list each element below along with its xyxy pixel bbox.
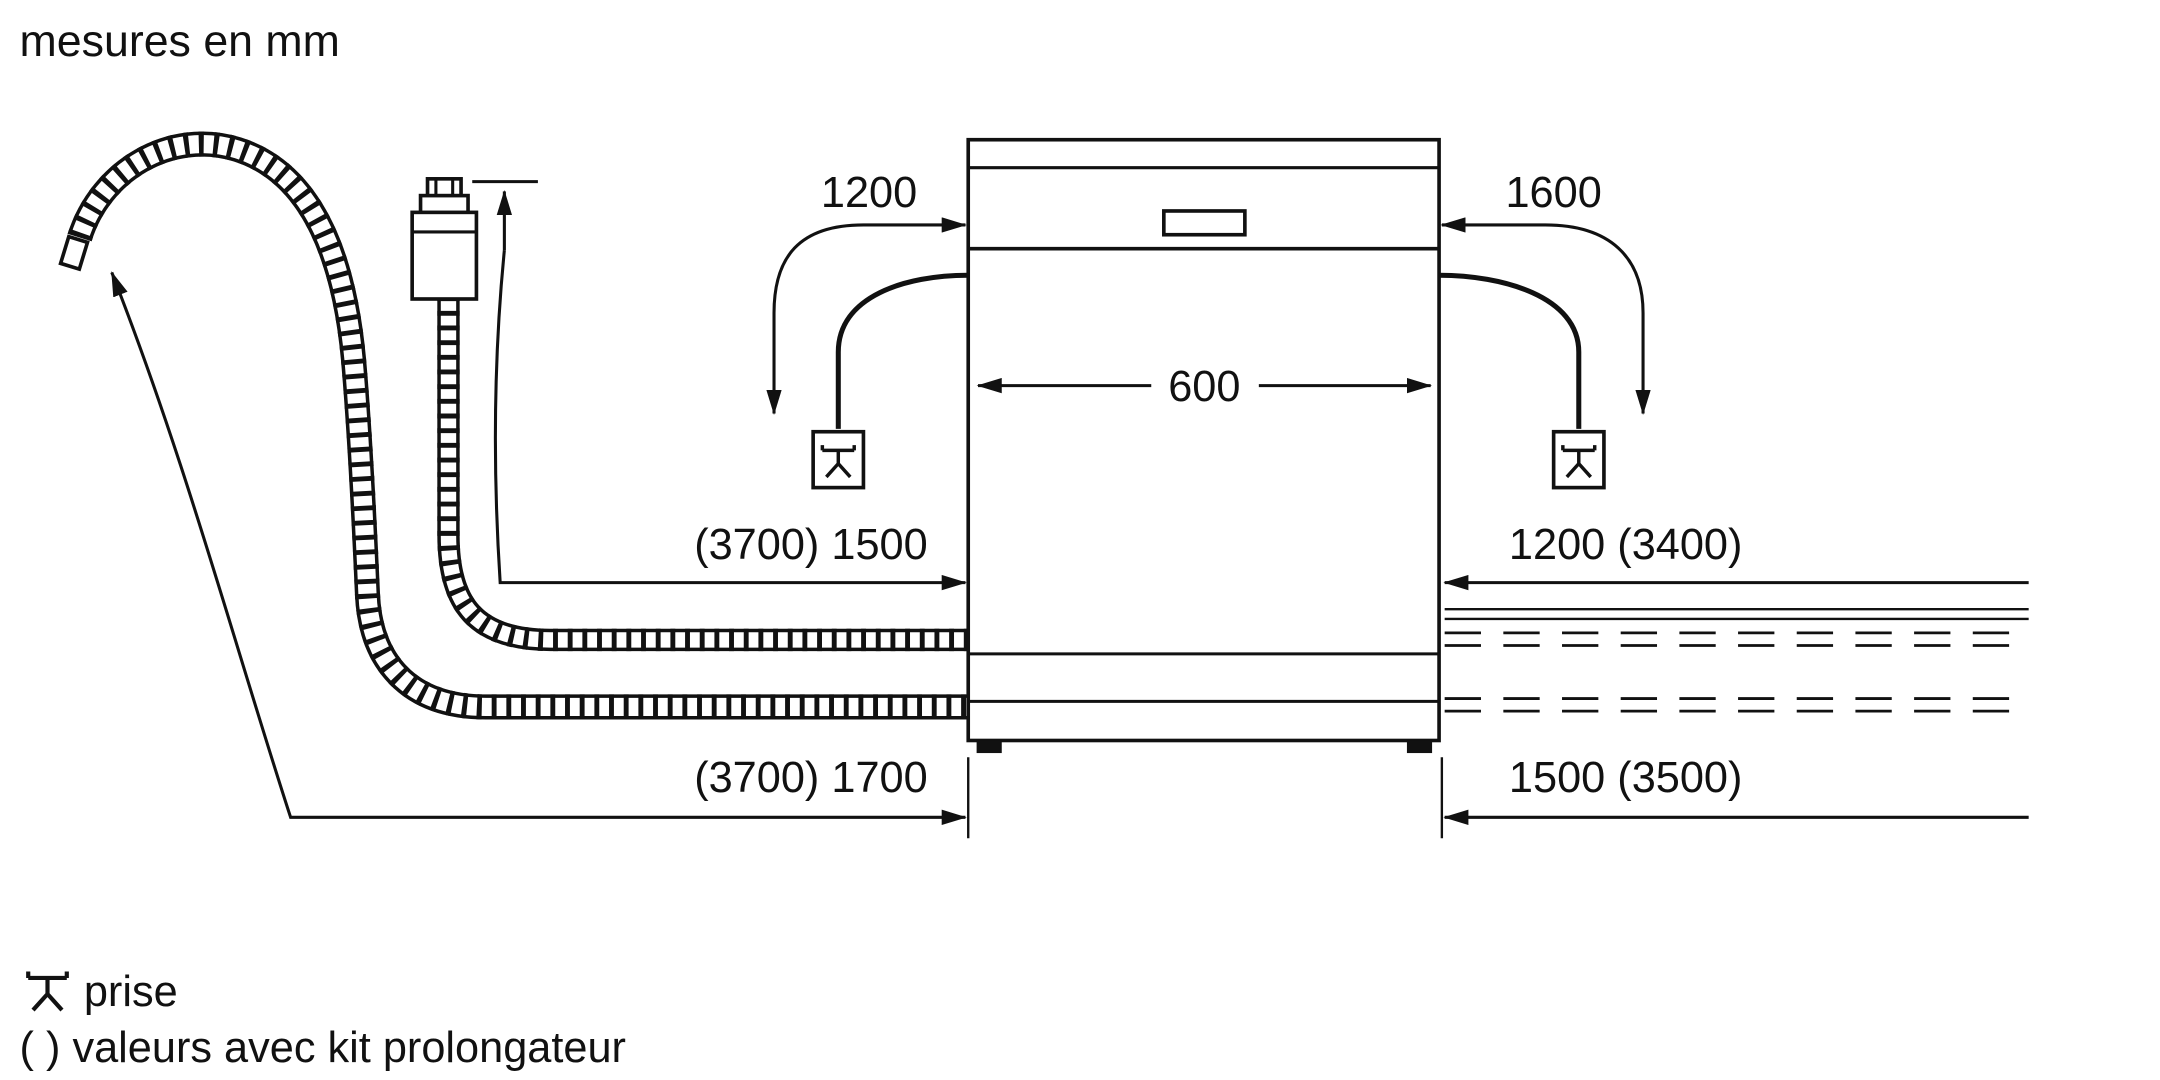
legend-plug-label: prise [84,968,178,1016]
plug-icon [28,972,67,1011]
supply-hose-left-label: (3700) 1500 [694,521,928,569]
dim-hose-right-lower: 1500 (3500) [1443,754,2029,826]
dim-drain-hose-left: (3700) 1700 [110,271,967,826]
dishwasher [966,137,1441,754]
appliance-foot-left [976,740,1002,754]
drain-hose-left-label: (3700) 1700 [694,754,928,802]
aquastop-valve [410,177,479,301]
legend-kit-note: ( ) valeurs avec kit prolongateur [20,1024,626,1072]
dim-appliance-width: 600 [976,363,1433,411]
diagram-title: mesures en mm [20,17,340,66]
hose-right-lower-label: 1500 (3500) [1509,754,1743,802]
hose-extension-lines [1444,607,2029,713]
power-socket-left [811,429,866,490]
dishwasher-outline [966,137,1441,743]
dim-power-cord-left: 1200 [766,169,967,415]
hose-right-upper-label: 1200 (3400) [1509,521,1743,569]
appliance-width-label: 600 [1168,363,1240,411]
appliance-foot-right [1406,740,1433,754]
supply-hose [437,296,969,652]
power-socket-right [1551,429,1606,490]
power-cable-right [1439,272,1582,429]
drain-hose-end-fitting [58,234,90,272]
legend: prise ( ) valeurs avec kit prolongateur [20,968,626,1072]
power-cord-right-label: 1600 [1505,169,1601,217]
dim-supply-hose-left: (3700) 1500 [472,180,967,591]
dim-power-cord-right: 1600 [1440,169,1651,415]
door-handle [1162,209,1247,237]
power-cord-left-label: 1200 [821,169,917,217]
dim-hose-right-upper: 1200 (3400) [1443,521,2029,591]
power-cable-left [835,272,969,429]
